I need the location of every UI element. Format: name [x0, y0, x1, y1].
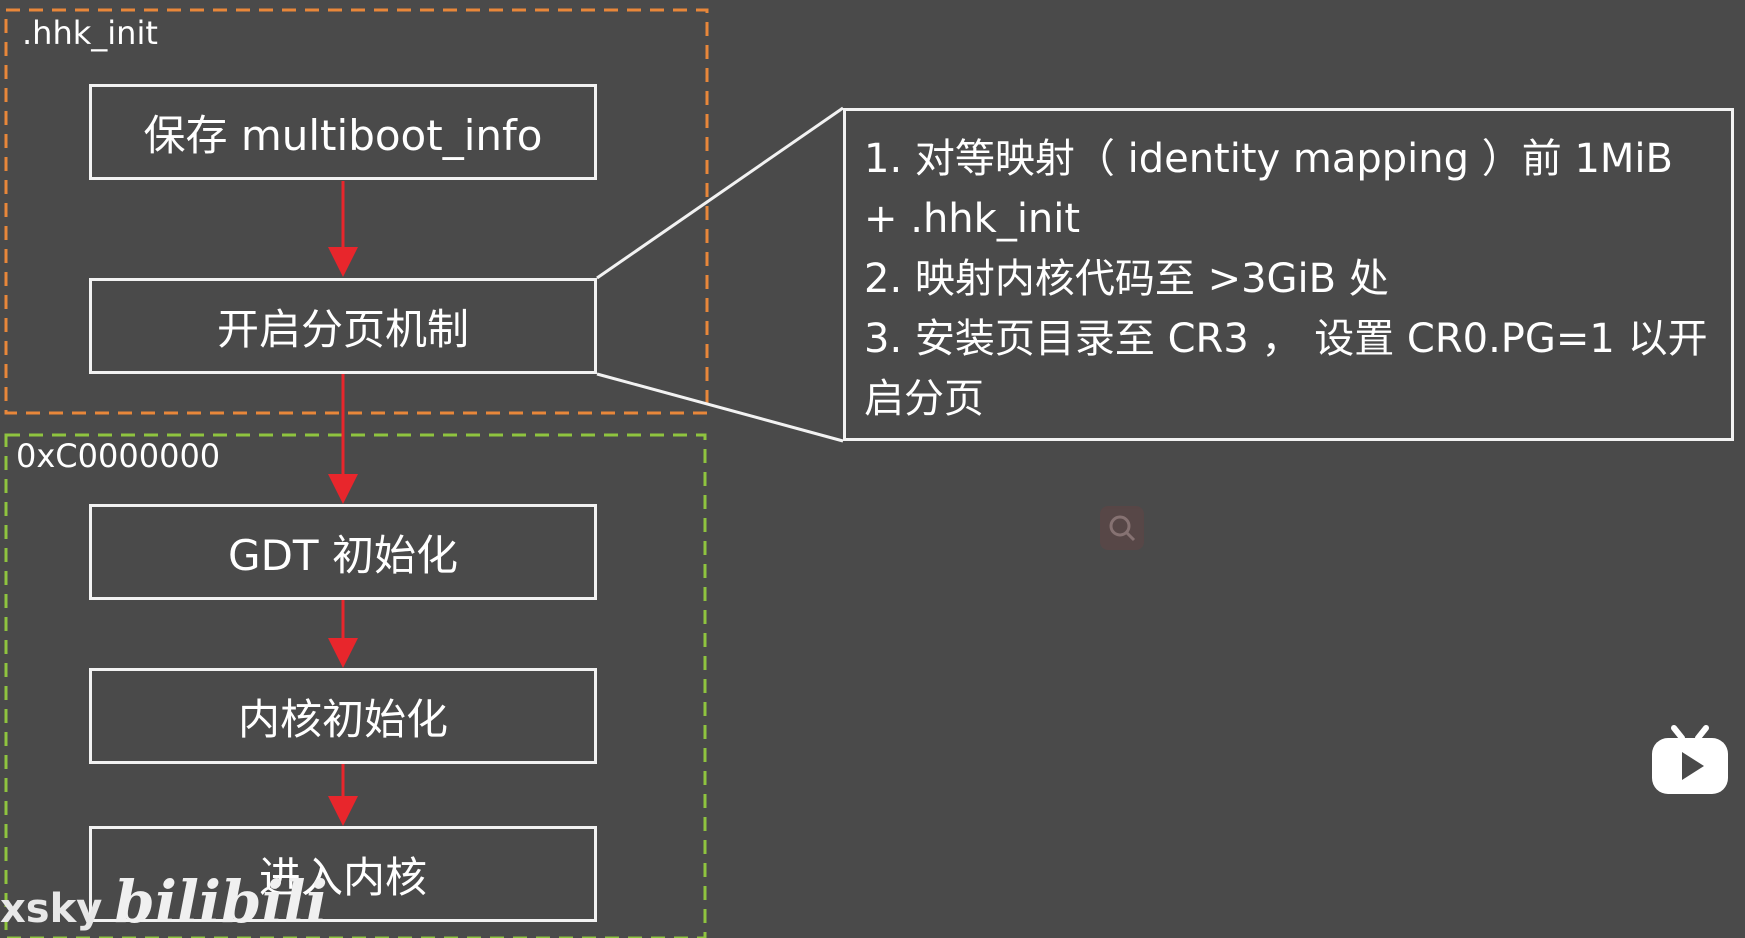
detail-item: 3. 安装页目录至 CR3 ， 设置 CR0.PG=1 以开启分页 — [864, 316, 1708, 422]
callout-line-bottom — [596, 372, 844, 443]
init-section-label: .hhk_init — [22, 14, 158, 52]
step-enable-paging: 开启分页机制 — [89, 278, 597, 374]
callout-line-top — [596, 106, 844, 280]
kernel-section-label: 0xC0000000 — [16, 437, 221, 475]
search-icon[interactable] — [1100, 506, 1144, 550]
bilibili-logo: bilibili — [114, 868, 328, 936]
step-enter-kernel: 进入内核 — [89, 826, 597, 922]
bilibili-tv-icon[interactable] — [1650, 724, 1730, 796]
step-save-multiboot-info: 保存 multiboot_info — [89, 84, 597, 180]
detail-item: 1. 对等映射（ identity mapping ）前 1MiB + .hhk… — [864, 136, 1673, 242]
kernel-section-border — [4, 433, 707, 938]
paging-detail-callout: 1. 对等映射（ identity mapping ）前 1MiB + .hhk… — [843, 108, 1734, 441]
watermark-user: xsky — [0, 886, 103, 932]
detail-item: 2. 映射内核代码至 >3GiB 处 — [864, 256, 1389, 302]
init-section-border — [4, 8, 709, 415]
step-kernel-init: 内核初始化 — [89, 668, 597, 764]
step-gdt-init: GDT 初始化 — [89, 504, 597, 600]
